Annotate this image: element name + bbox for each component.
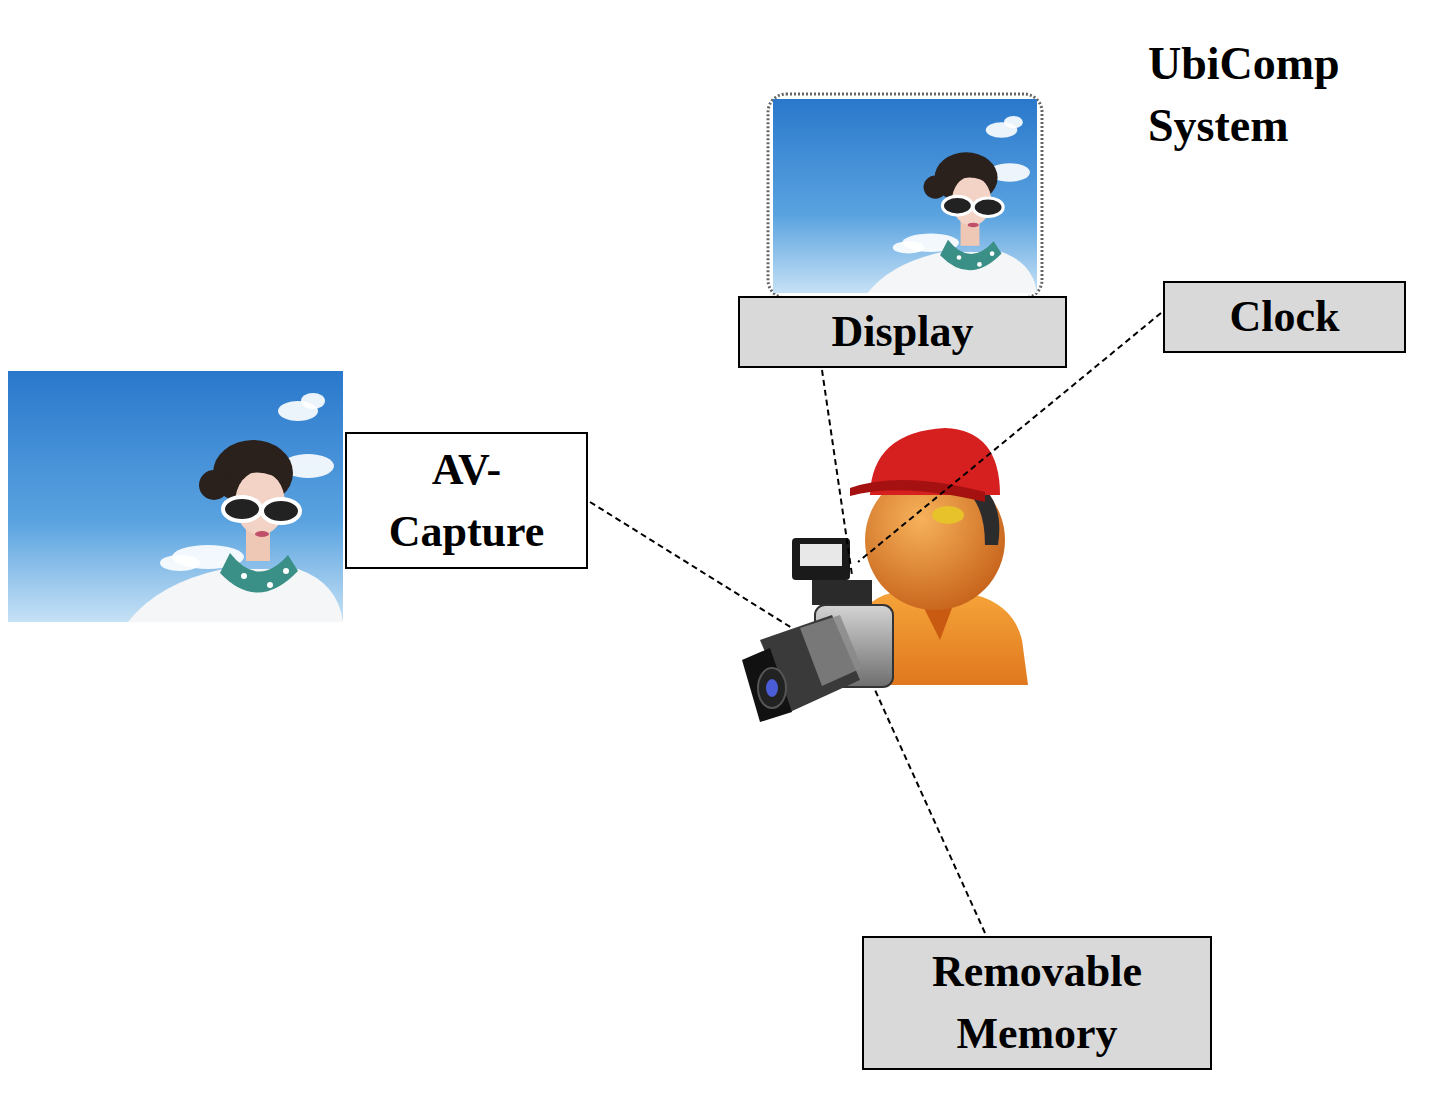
region-title: UbiComp System: [1148, 33, 1340, 157]
camera-mount: [812, 580, 872, 605]
box-label: Removable Memory: [932, 941, 1142, 1065]
scene-photo: [8, 371, 343, 622]
box-label: Clock: [1230, 286, 1340, 348]
region-shape: [343, 5, 1429, 1093]
leader-lines: [590, 313, 1161, 933]
component-box: Clock: [1163, 281, 1406, 353]
component-box: Removable Memory: [862, 936, 1212, 1070]
lens-hood: [742, 648, 792, 722]
lens-glass: [758, 668, 786, 708]
flash-light: [800, 544, 842, 566]
box-label: AV- Capture: [389, 439, 545, 563]
display-screen: [768, 94, 1042, 298]
component-box: Display: [738, 296, 1067, 368]
lens-reflection: [766, 679, 778, 697]
camera-flash: [792, 538, 850, 580]
leader-line: [590, 502, 792, 628]
component-box: AV- Capture: [345, 432, 588, 569]
leader-line: [822, 370, 852, 575]
cap-brim: [850, 480, 985, 502]
screen-frame: [768, 94, 1042, 298]
system-region: UbiComp SystemDisplay ClockAV- CaptureRem…: [343, 5, 1429, 1093]
camera-icon: [742, 538, 893, 722]
box-label: Display: [832, 301, 974, 363]
leader-line: [875, 690, 985, 933]
person-glasses: [932, 506, 964, 524]
lens-ring: [800, 615, 862, 686]
screen-photo: [773, 99, 1037, 293]
